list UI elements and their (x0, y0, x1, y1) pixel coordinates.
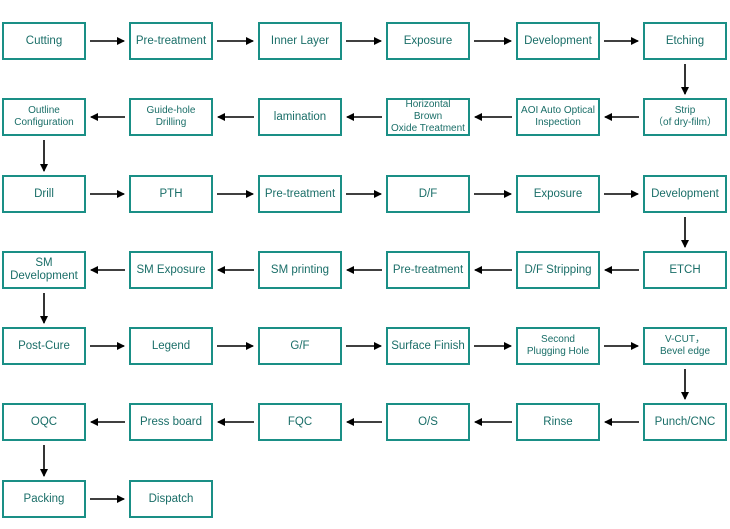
process-step-label: SM Exposure (136, 263, 206, 276)
process-step: AOI Auto Optical Inspection (516, 98, 600, 136)
process-step-label: Exposure (533, 187, 583, 200)
process-step: Exposure (386, 22, 470, 60)
process-step: D/F (386, 175, 470, 213)
process-step-label: Punch/CNC (654, 415, 716, 428)
process-step-label: Drill (34, 187, 54, 200)
process-step: Development (643, 175, 727, 213)
process-step: Post-Cure (2, 327, 86, 365)
process-step: Dispatch (129, 480, 213, 518)
process-step: SM Development (2, 251, 86, 289)
process-step: G/F (258, 327, 342, 365)
process-step: Pre-treatment (386, 251, 470, 289)
process-step-label: V-CUT， Bevel edge (659, 334, 711, 357)
process-step-label: Etching (665, 34, 705, 47)
process-step-label: G/F (290, 339, 310, 352)
process-step: Development (516, 22, 600, 60)
process-step: Packing (2, 480, 86, 518)
process-step-label: Pre-treatment (264, 187, 336, 200)
process-step-label: Press board (139, 415, 202, 428)
process-step: Press board (129, 403, 213, 441)
process-step: Inner Layer (258, 22, 342, 60)
process-step-label: PTH (159, 187, 183, 200)
process-step: PTH (129, 175, 213, 213)
process-step-label: Surface Finish (391, 339, 465, 352)
process-step-label: Dispatch (148, 492, 194, 505)
process-step-label: Pre-treatment (392, 263, 464, 276)
process-step-label: Second Plugging Hole (526, 334, 590, 357)
process-step-label: Packing (23, 492, 65, 505)
process-step: Legend (129, 327, 213, 365)
process-step-label: Cutting (25, 34, 63, 47)
process-step-label: D/F (418, 187, 438, 200)
process-step-label: O/S (418, 415, 438, 428)
process-step: Drill (2, 175, 86, 213)
process-step: SM Exposure (129, 251, 213, 289)
process-step: lamination (258, 98, 342, 136)
process-step-label: Development (524, 34, 592, 47)
process-step: Horizontal Brown Oxide Treatment (386, 98, 470, 136)
process-step-label: OQC (30, 415, 58, 428)
process-step: Outline Configuration (2, 98, 86, 136)
process-step: Pre-treatment (258, 175, 342, 213)
process-step-label: FQC (287, 415, 313, 428)
process-step: D/F Stripping (516, 251, 600, 289)
process-step-label: Guide-hole Drilling (146, 105, 196, 128)
process-step-label: Exposure (403, 34, 453, 47)
process-step: Pre-treatment (129, 22, 213, 60)
process-step: Guide-hole Drilling (129, 98, 213, 136)
process-step-label: SM Development (10, 257, 78, 282)
process-step: ETCH (643, 251, 727, 289)
process-step-label: Development (651, 187, 719, 200)
process-step-label: Post-Cure (18, 339, 70, 352)
process-step-label: ETCH (669, 263, 701, 276)
process-step-label: Strip （of dry-film） (653, 105, 717, 128)
process-step-label: Horizontal Brown Oxide Treatment (391, 99, 465, 134)
process-step: Strip （of dry-film） (643, 98, 727, 136)
process-step: Second Plugging Hole (516, 327, 600, 365)
process-step: V-CUT， Bevel edge (643, 327, 727, 365)
process-step-label: Legend (151, 339, 191, 352)
process-step: Rinse (516, 403, 600, 441)
process-step-label: Rinse (543, 415, 573, 428)
process-step: Exposure (516, 175, 600, 213)
process-step-label: lamination (273, 110, 327, 123)
process-step: Punch/CNC (643, 403, 727, 441)
process-step: Cutting (2, 22, 86, 60)
process-step: Etching (643, 22, 727, 60)
process-step-label: D/F Stripping (524, 263, 592, 276)
process-step-label: Pre-treatment (135, 34, 207, 47)
process-step-label: SM printing (270, 263, 330, 276)
process-step-label: Outline Configuration (14, 105, 74, 128)
process-step-label: Inner Layer (270, 34, 330, 47)
process-step: FQC (258, 403, 342, 441)
process-step-label: AOI Auto Optical Inspection (521, 105, 595, 128)
process-step: OQC (2, 403, 86, 441)
process-step: Surface Finish (386, 327, 470, 365)
process-step: SM printing (258, 251, 342, 289)
process-step: O/S (386, 403, 470, 441)
